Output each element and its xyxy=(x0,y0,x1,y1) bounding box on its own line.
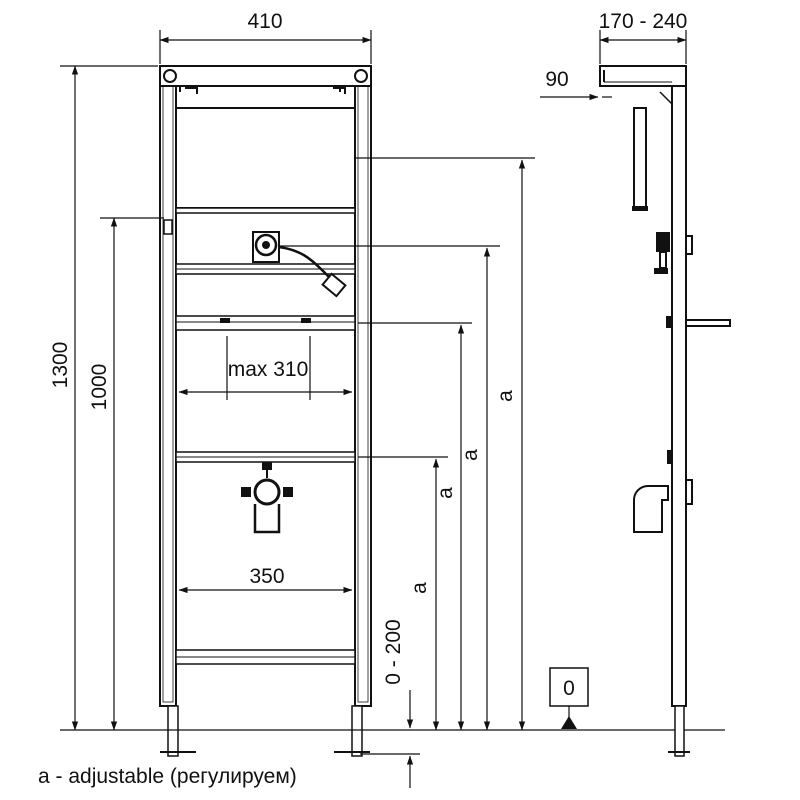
label-height-1000: 1000 xyxy=(88,364,111,411)
front-frame xyxy=(159,65,372,757)
label-max-spacing: max 310 xyxy=(228,358,309,381)
upper-panel xyxy=(175,107,356,209)
label-a-2: a xyxy=(459,449,482,461)
label-floor-level: 0 xyxy=(563,677,575,700)
left-foot xyxy=(167,705,179,757)
side-post xyxy=(671,65,687,707)
drain-fitting-icon xyxy=(241,462,293,534)
top-bar xyxy=(159,65,372,87)
side-top-bracket xyxy=(599,65,687,87)
side-panel xyxy=(633,107,647,209)
label-adjust-range: 0 - 200 xyxy=(382,619,405,684)
label-depth-min: 90 xyxy=(545,68,568,91)
dimensions-front xyxy=(60,30,535,788)
right-post xyxy=(354,65,372,707)
label-frame-width: 410 xyxy=(247,10,282,33)
side-frame xyxy=(599,65,731,757)
label-depth-range: 170 - 240 xyxy=(599,10,688,33)
right-foot xyxy=(351,705,363,757)
floor-level-marker xyxy=(549,667,589,729)
rail-2 xyxy=(175,315,356,331)
label-a-4: a xyxy=(408,582,431,594)
legend-text: a - adjustable (регулируем) xyxy=(38,765,297,788)
water-supply-fitting-icon xyxy=(252,231,347,298)
label-a-1: a xyxy=(494,390,517,402)
label-height-total: 1300 xyxy=(49,342,72,389)
label-drain-spacing: 350 xyxy=(249,565,284,588)
left-post xyxy=(159,65,177,707)
dimensions-side xyxy=(540,30,687,101)
label-a-3: a xyxy=(434,487,457,499)
